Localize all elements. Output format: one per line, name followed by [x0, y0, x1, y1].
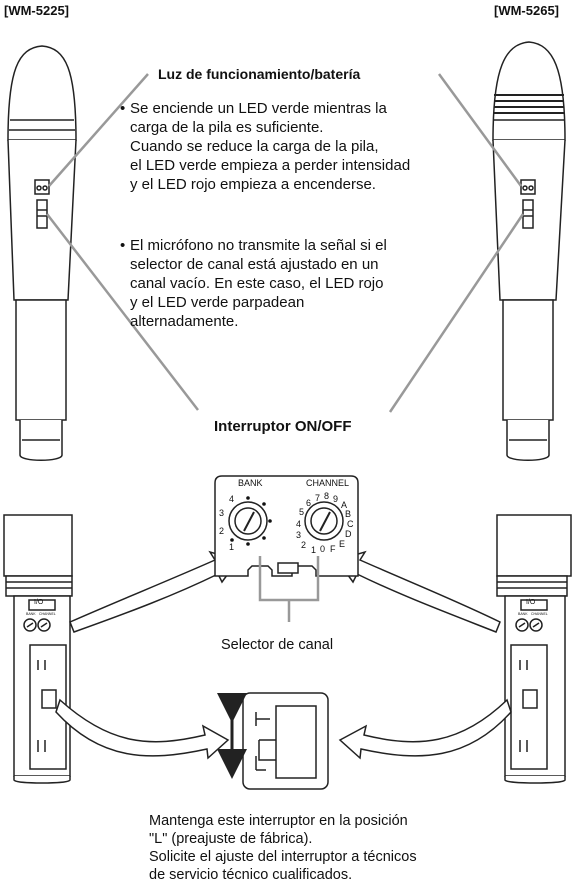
bullet-1-line: carga de la pila es suficiente.	[130, 119, 324, 136]
power-switch-diagram	[217, 692, 329, 790]
bullet-1-line: y el LED rojo empieza a encenderse.	[130, 176, 376, 193]
channel-number: 2	[301, 540, 307, 550]
power-switch-label: Interruptor ON/OFF	[214, 418, 352, 435]
bank-number: 3	[219, 508, 225, 518]
left-mic-open-body	[3, 514, 73, 784]
channel-number: 9	[333, 494, 339, 504]
bank-number: 2	[219, 526, 225, 536]
bullet-2-line: alternadamente.	[130, 313, 239, 330]
footer-line: de servicio técnico cualificados.	[149, 867, 353, 883]
bank-label: BANK	[238, 478, 263, 488]
bank-number: 1	[229, 542, 235, 552]
channel-number: B	[345, 509, 352, 519]
led-bullet-1: • Se enciende un LED verde mientras la c…	[120, 99, 450, 194]
led-bullet-2: • El micrófono no transmite la señal si …	[120, 236, 450, 331]
channel-number: 6	[306, 498, 312, 508]
led-title: Luz de funcionamiento/batería	[158, 66, 361, 82]
channel-number: F	[330, 544, 336, 554]
channel-number: 0	[320, 544, 326, 554]
channel-number: 7	[315, 493, 321, 503]
channel-selector-diagram	[214, 475, 359, 622]
channel-number: 4	[296, 519, 302, 529]
bullet-2-line: El micrófono no transmite la señal si el	[130, 237, 387, 254]
channel-number: D	[345, 529, 352, 539]
channel-number: 1	[311, 545, 317, 555]
bullet-1-line: Se enciende un LED verde mientras la	[130, 100, 387, 117]
bullet-2-line: canal vacío. En este caso, el LED rojo	[130, 275, 384, 292]
bank-small-right: BANK	[518, 612, 528, 616]
bullet-mark: •	[120, 237, 126, 254]
channel-number: A	[341, 500, 348, 510]
channel-number: C	[347, 519, 354, 529]
channel-selector-label: Selector de canal	[221, 637, 334, 653]
right-microphone	[492, 41, 566, 461]
bullet-2-line: selector de canal está ajustado en un	[130, 256, 379, 273]
footer-line: Solicite el ajuste del interruptor a téc…	[149, 849, 417, 865]
channel-small-right: CHANNEL	[531, 612, 548, 616]
channel-number: 8	[324, 491, 330, 501]
leader-lines	[46, 73, 525, 413]
bullet-1-line: Cuando se reduce la carga de la pila,	[130, 138, 379, 155]
bullet-mark: •	[120, 100, 126, 117]
channel-small-left: CHANNEL	[39, 612, 56, 616]
channel-number: 3	[296, 530, 302, 540]
model-right: [WM-5265]	[494, 3, 560, 18]
bullet-2-line: y el LED verde parpadean	[130, 294, 305, 311]
bullet-1-line: el LED verde empieza a perder intensidad	[130, 157, 411, 174]
left-microphone	[7, 45, 77, 461]
right-mic-open-body	[496, 514, 572, 784]
footer-note: Mantenga este interruptor en la posición…	[149, 812, 469, 884]
model-left: [WM-5225]	[4, 3, 70, 18]
io-label-left: I/O	[34, 599, 44, 606]
io-label-right: I/O	[526, 599, 536, 606]
channel-label: CHANNEL	[306, 478, 350, 488]
footer-line: Mantenga este interruptor en la posición	[149, 813, 408, 829]
arrows	[55, 550, 512, 760]
footer-line: "L" (preajuste de fábrica).	[149, 831, 313, 847]
bank-small-left: BANK	[26, 612, 36, 616]
channel-number: E	[339, 539, 346, 549]
channel-number: 5	[299, 507, 305, 517]
bank-number: 4	[229, 494, 235, 504]
